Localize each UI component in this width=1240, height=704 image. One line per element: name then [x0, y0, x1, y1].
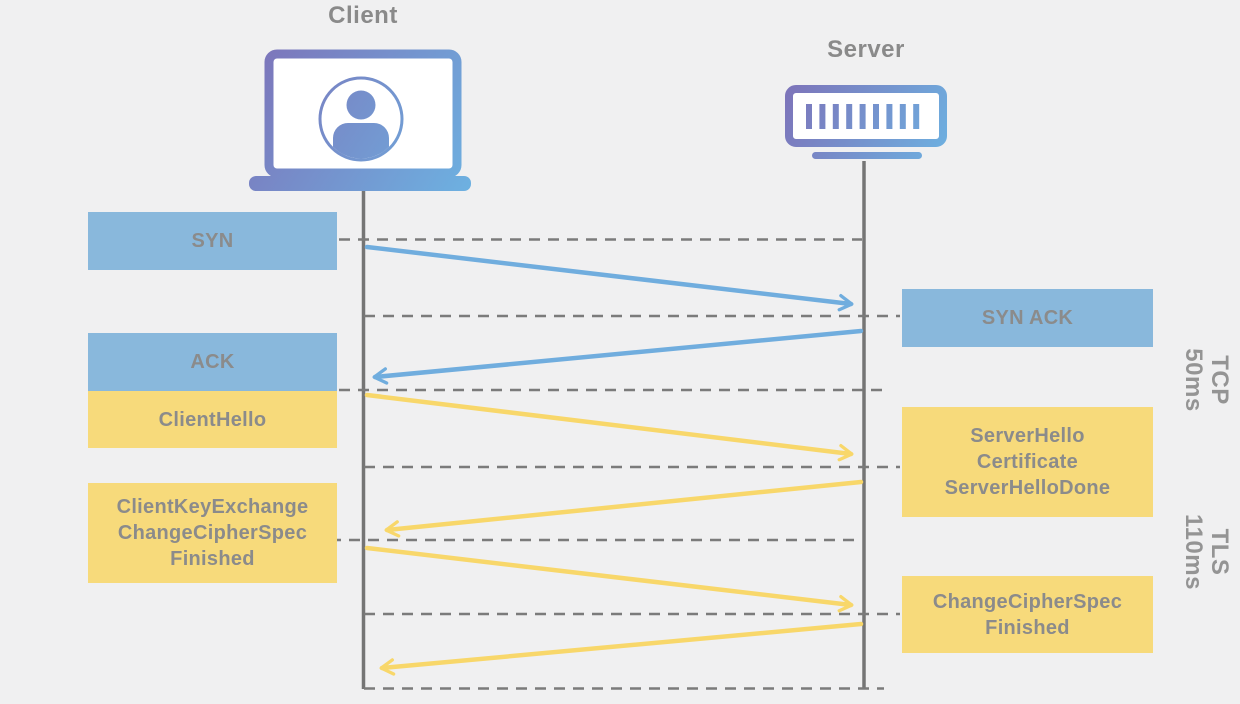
phase-label-tcp: TCP 50ms	[1180, 320, 1233, 440]
laptop-user-icon	[249, 49, 471, 191]
message-box-change-cipher-spec: ChangeCipherSpec Finished	[902, 576, 1153, 653]
syn-arrow	[364, 244, 854, 312]
phase-tcp-protocol: TCP	[1206, 355, 1233, 405]
change-cipher-arrow	[379, 621, 864, 676]
time-marker-lines	[330, 238, 900, 690]
message-arrows	[364, 244, 864, 676]
client-actor-label: Client	[328, 2, 398, 29]
server-icon	[785, 85, 947, 159]
phase-tls-protocol: TLS	[1206, 528, 1233, 576]
message-box-ack: ACK	[88, 333, 337, 391]
phase-label-tls: TLS 110ms	[1180, 492, 1233, 612]
phase-tls-latency: 110ms	[1180, 514, 1207, 590]
server-hello-arrow	[384, 479, 864, 538]
server-actor-label: Server	[827, 36, 905, 63]
server-slot-bars	[806, 104, 920, 129]
client-key-exchange-arrow	[364, 545, 854, 613]
message-box-syn-ack: SYN ACK	[902, 289, 1153, 347]
message-box-syn: SYN	[88, 212, 337, 270]
message-box-client-hello: ClientHello	[88, 391, 337, 448]
user-avatar-icon	[333, 90, 389, 159]
client-hello-arrow	[364, 392, 854, 462]
message-box-client-key-exchange: ClientKeyExchange ChangeCipherSpec Finis…	[88, 483, 337, 583]
syn-ack-arrow	[372, 328, 864, 385]
phase-tcp-latency: 50ms	[1180, 348, 1207, 412]
message-box-server-hello: ServerHello Certificate ServerHelloDone	[902, 407, 1153, 517]
